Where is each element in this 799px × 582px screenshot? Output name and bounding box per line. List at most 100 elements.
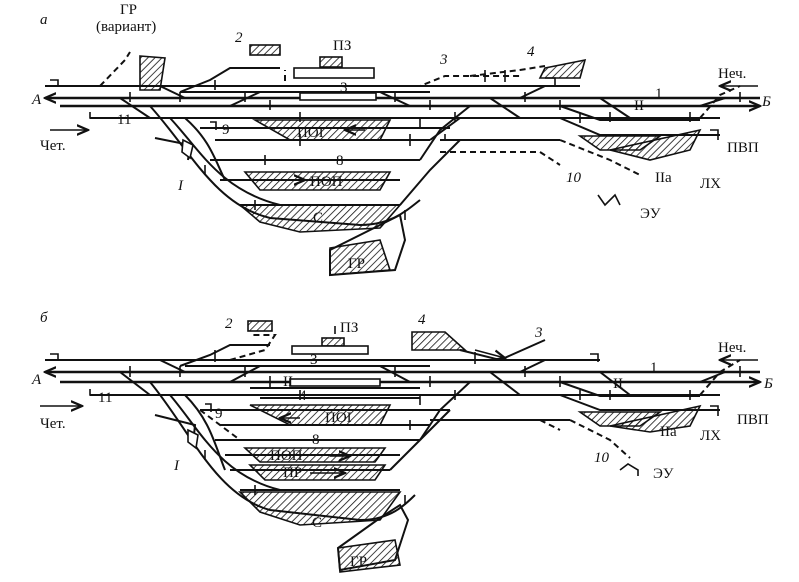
panel-b-label-pop: ПОП [270,448,303,464]
panel-a-label-pz: ПЗ [333,38,351,54]
panel-a-dash-eu [559,139,641,176]
panel-a-label-gr-variant: ГР [120,2,137,18]
panel-a-dash-pvp [699,85,741,119]
panel-b-dash-9 [199,409,241,441]
panel-a-label-gr: ГР [348,256,365,272]
panel-b: б [31,310,773,573]
panel-a-label-track-II: II [634,98,644,114]
panel-b-ticks [50,326,741,505]
panel-b-dashed [199,334,741,459]
panel-a-xover-r1 [699,97,726,107]
panel-a-label-gr-variant-sub: (вариант) [96,19,156,35]
panel-b-zone-gr [337,539,401,573]
panel-a-rise-right2 [419,105,471,161]
panel-a-xover-m4 [599,97,631,119]
panel-a-label-3-top: 3 [439,52,448,68]
panel-a-xover-m3 [519,85,546,99]
panel-a-label-4: 4 [527,44,535,60]
panel-b-label-eu: ЭУ [653,466,674,482]
panel-a-rise-right [399,139,461,206]
panel-a-label-track-1: 1 [655,86,663,102]
panel-a-label-lh: ЛХ [700,176,721,192]
panel-b-label-track-1: 1 [650,360,658,376]
panel-b-label-4: 4 [418,312,426,328]
panel-a-dash-2 [230,70,286,87]
panel-a-zone-poi [251,119,392,141]
panel-a-loop-inner [184,117,226,181]
panel-a-loop-mid [169,117,281,206]
panel-a-label-eu: ЭУ [640,206,661,222]
panel-a-label-nech: Неч. [718,66,746,82]
panel-b-label-I: I [173,458,180,474]
panel-b-arrows [40,349,760,473]
panel-a-zone-lh2 [609,128,702,161]
panel-a-zone-4 [538,58,587,79]
panel-a-label-chet: Чет. [40,138,66,154]
panel-b-connections [119,339,726,572]
panel-b-label-IIa: IIа [660,424,677,440]
panel-a-post-I [181,138,194,160]
panel-a-label-B: Б [761,94,771,110]
panel-b-dash-2 [229,334,277,361]
panel-a-label-10: 10 [566,170,582,186]
panel-a-arrows [45,86,760,180]
panel-a-zone-pop [243,171,392,191]
panel-a-label-pvp: ПВП [727,140,759,156]
panel-b-zones [187,320,702,573]
panel-b-label-poi: ПОI [325,410,352,426]
panel-a-zones [139,44,702,276]
panel-b-label-track-11: 11 [98,390,112,406]
panel-a-label-2: 2 [235,30,243,46]
panel-b-zone-poi [249,404,392,426]
panel-a-zone-s [237,204,402,233]
panel-a-label-IIa: IIа [655,170,672,186]
panel-b-zone-4 [411,331,468,351]
panel-b-label-10: 10 [594,450,610,466]
panel-a-siding-2 [179,67,280,93]
panel-b-dash-eu [569,419,631,459]
panel-b-zone-lh2 [609,404,702,433]
panel-a-label-track-8: 8 [336,153,344,169]
panel-b-dash-10 [430,419,561,431]
panel-b-label-3-top: 3 [534,325,543,341]
panel-a-label-I: I [177,178,184,194]
panel-b-label-nech: Неч. [718,340,746,356]
panel-a-label-track-9: 9 [222,122,230,138]
panel-b-xover-m4 [599,371,631,396]
panel-b-label-gr: ГР [350,554,367,570]
panel-b-siding-2 [179,344,270,367]
panel-a-gr-variant-lead [99,51,131,87]
panel-a-labels: ГР (вариант) 2 ПЗ 3 3 4 Неч. А Б 1 II 11… [31,2,771,272]
panel-b-platform-II [289,378,381,387]
panel-b-zone-2 [247,320,273,332]
panel-a-zone-gr [329,239,392,276]
panel-b-label-lh: ЛХ [700,428,721,444]
panel-a-dash-4 [469,65,546,77]
panel-a-label-track-11: 11 [117,112,131,128]
panel-b-labels: 2 ПЗ 4 3 Неч. А Б 3 1 II II 4 11 Чет. 9 … [31,312,773,570]
panel-a-zone-pz [319,56,343,68]
panel-a-platform-3 [299,92,377,101]
panel-b-label-track-9: 9 [215,406,223,422]
panel-b-zone-pop [242,447,387,463]
panel-b-post-I [187,428,199,450]
panel-a-ticks [50,70,741,220]
panel-b-platform-top [291,345,369,355]
panel-a-dash-10 [440,151,561,166]
panel-b-label-track-4: 4 [299,388,307,404]
panel-b-zone-pz [321,337,345,347]
panel-a-label-track-3: 3 [340,80,348,96]
panel-b-rise-right2 [419,381,471,441]
panel-b-label-track-II-right: II [613,376,623,392]
panel-b-arrow-4 [474,349,505,358]
panel-a-label-pop: ПОП [310,174,343,190]
panel-b-label-pvp: ПВП [737,412,769,428]
panel-a-label-s: С [313,210,323,226]
panel-b-label-pz: ПЗ [340,320,358,336]
panel-b-label-2: 2 [225,316,233,332]
panel-b-label-A: А [31,372,42,388]
panel-b-label-B: Б [763,376,773,392]
panel-b-label-s: С [312,515,322,531]
panel-b-dash-pvp [699,359,741,396]
